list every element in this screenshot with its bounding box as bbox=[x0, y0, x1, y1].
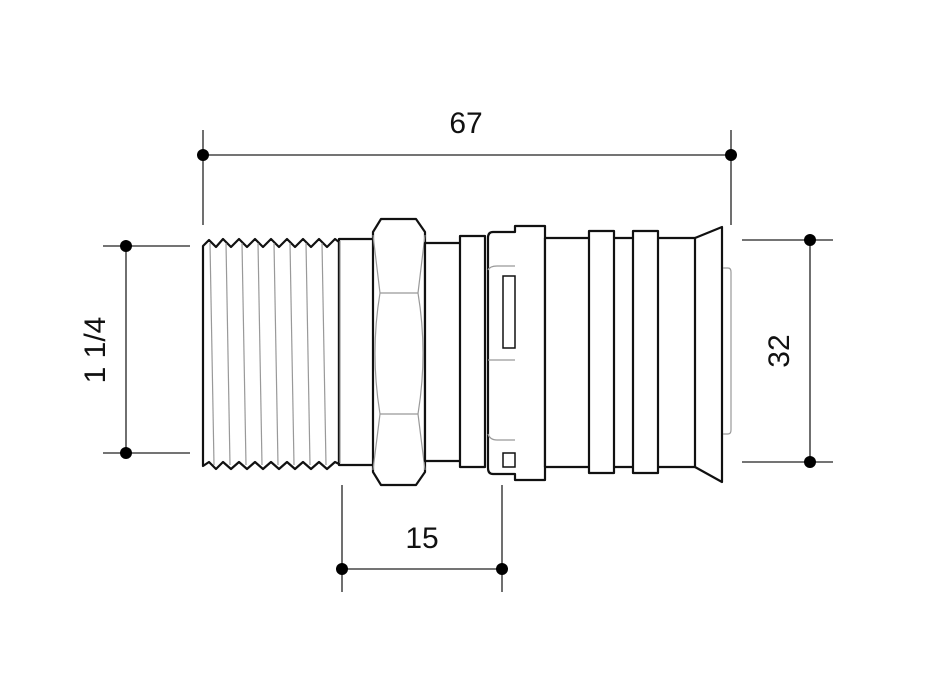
dimension-pipe-diameter: 32 bbox=[742, 234, 833, 468]
pipe-diameter-label: 32 bbox=[763, 334, 796, 367]
thread-size-label: 1 1/4 bbox=[79, 317, 112, 384]
overall-length-label: 67 bbox=[449, 107, 482, 140]
dimension-thread-size: 1 1/4 bbox=[79, 240, 190, 459]
nut-to-body-label: 15 bbox=[405, 522, 438, 555]
dimension-overall-length: 67 bbox=[197, 107, 737, 225]
dimension-nut-to-body: 15 bbox=[336, 485, 508, 592]
hex-nut bbox=[371, 217, 427, 487]
neck-ring bbox=[423, 234, 487, 469]
press-sleeve bbox=[486, 224, 732, 484]
threaded-end bbox=[201, 237, 376, 471]
